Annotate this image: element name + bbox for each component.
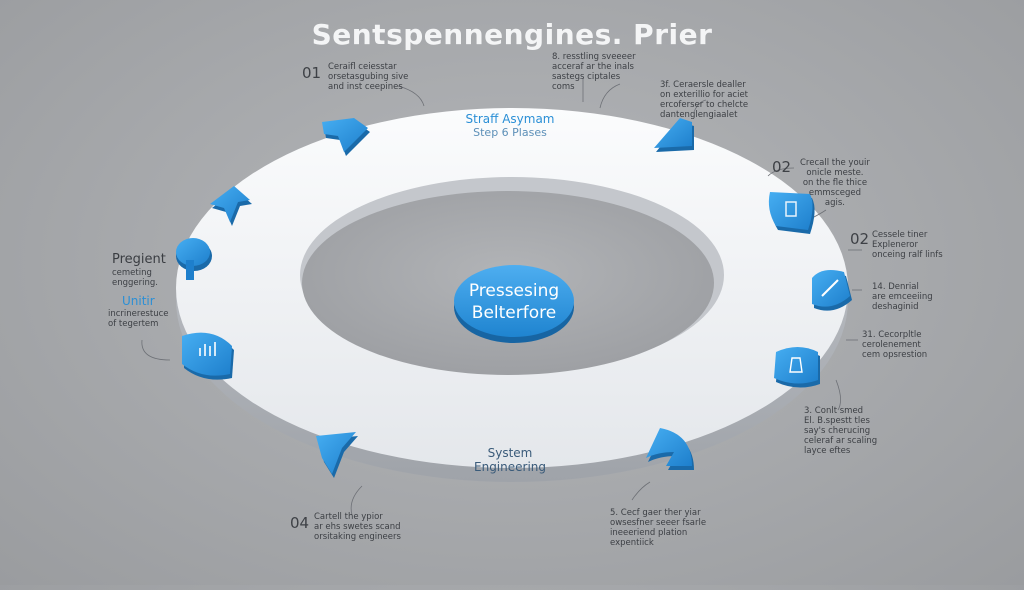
leader-lines: [141, 78, 862, 516]
ring-bottom-line1: System: [487, 446, 533, 460]
step-marker-9: [316, 432, 358, 478]
step-marker-1: [322, 118, 370, 156]
flask-icon: [774, 347, 820, 388]
pin-icon: [176, 238, 212, 280]
ring-top-label: Straff Asymam Step 6 Plases: [440, 112, 580, 139]
note-01: Ceraifl ceiesstar orsetasgubing sive and…: [328, 62, 409, 92]
note-number-01: 01: [302, 64, 322, 82]
note-number-02a: 02: [772, 158, 792, 176]
note-number-02b: 02: [850, 230, 870, 248]
left-heading: Pregient: [112, 252, 166, 267]
step-marker-2: [654, 118, 694, 152]
left-heading-2: Unitir: [122, 294, 155, 308]
center-label: Pressesing Belterfore: [454, 280, 574, 324]
page-title: Sentspennengines. Prier: [311, 18, 713, 51]
ring-bottom-label: System Engineering: [440, 446, 580, 474]
document-icon: [768, 192, 815, 234]
note-3: 3. Conlt smed El. B.spestt tles say's ch…: [804, 406, 878, 456]
note-5: 5. Cecf gaer ther yiar owsesfner seeer f…: [610, 508, 707, 548]
note-top-right: 3f. Ceraersle dealler on exterillio for …: [660, 80, 749, 120]
ring-top-line1: Straff Asymam: [465, 112, 555, 126]
pen-icon: [812, 270, 852, 311]
ring-bottom-line2: Engineering: [474, 460, 546, 474]
chart-icon: [182, 332, 234, 380]
note-31: 31. Cecorpltle cerolenement cem opsresti…: [862, 330, 928, 360]
left-sub-2: incrinerestuce of tegertem: [108, 309, 169, 329]
step-marker-10: [646, 428, 694, 470]
left-sub: cemeting enggering.: [112, 268, 158, 288]
note-number-04: 04: [290, 514, 310, 532]
note-02b: Cessele tiner Expleneror onceing ralf li…: [872, 230, 943, 260]
center-label-line2: Belterfore: [471, 303, 557, 323]
center-label-line1: Pressesing: [468, 281, 560, 301]
center-disc: [454, 265, 574, 337]
note-02a: Crecall the youir onicle meste. on the f…: [800, 158, 870, 208]
note-04: Cartell the ypior ar ehs swetes scand or…: [314, 512, 401, 542]
step-marker-3: [210, 186, 252, 226]
ring-top-line2: Step 6 Plases: [473, 126, 547, 139]
note-top: 8. resstling sveeeer acceraf ar the inal…: [552, 52, 636, 92]
note-14: 14. Denrial are emceeiing deshaginid: [872, 282, 933, 312]
